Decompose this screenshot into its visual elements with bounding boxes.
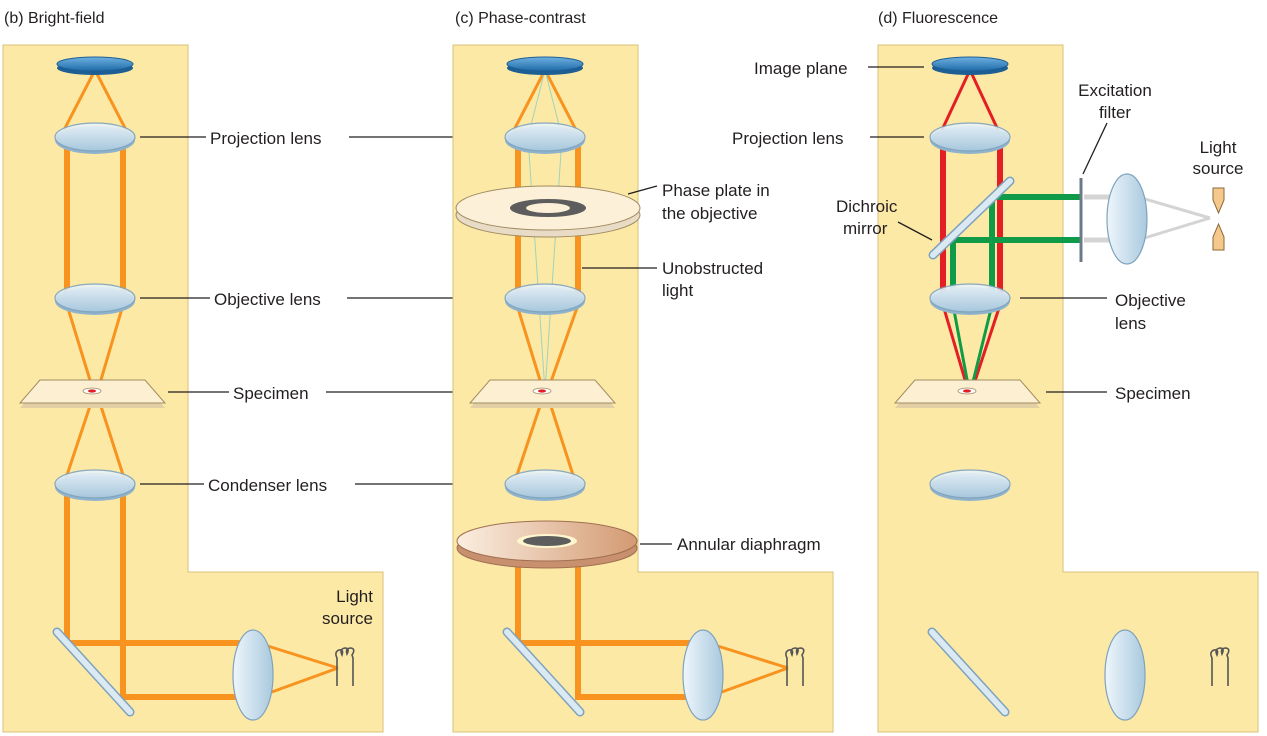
label-phase-plate-line2: the objective [662, 204, 757, 223]
annular-diaphragm [456, 520, 638, 569]
specimen-slide [19, 379, 166, 409]
label-objective-line1: Objective [1115, 291, 1186, 310]
panel-title: (c) Phase-contrast [455, 10, 586, 27]
objective-lens [504, 283, 586, 316]
image-plane [56, 56, 134, 76]
condenser-lens [54, 469, 136, 502]
image-plane [931, 56, 1009, 76]
specimen-slide [469, 379, 616, 409]
label-light-source-line1: Light [1200, 138, 1237, 157]
panel-phase-contrast: (c) Phase-contrast [452, 10, 834, 733]
collector-lens [1104, 629, 1146, 721]
panel-title: (d) Fluorescence [878, 10, 998, 27]
label-phase-plate-line1: Phase plate in [662, 181, 770, 200]
panel-background [2, 44, 384, 733]
label-annular-diaphragm: Annular diaphragm [677, 535, 821, 554]
label-excitation-line2: filter [1099, 103, 1131, 122]
light-beams [940, 69, 1211, 391]
label-specimen: Specimen [233, 384, 309, 403]
phase-plate [455, 185, 641, 238]
panel-title: (b) Bright-field [4, 10, 104, 27]
label-image-plane: Image plane [754, 59, 848, 78]
condenser-lens [504, 469, 586, 502]
label-excitation-line1: Excitation [1078, 81, 1152, 100]
projection-lens [504, 122, 586, 155]
label-unobstructed-line2: light [662, 281, 693, 300]
image-plane [506, 56, 584, 76]
collector-lens [232, 629, 274, 721]
objective-lens [929, 283, 1011, 316]
condenser-lens [929, 469, 1011, 502]
label-dichroic-line1: Dichroic [836, 197, 898, 216]
label-light-source-line2: source [322, 609, 373, 628]
label-unobstructed-line1: Unobstructed [662, 259, 763, 278]
label-projection-lens: Projection lens [210, 129, 322, 148]
objective-lens [54, 283, 136, 316]
label-condenser-lens: Condenser lens [208, 476, 327, 495]
panel-fluorescence: (d) Fluorescence Image plane P [732, 10, 1259, 733]
label-objective-line2: lens [1115, 314, 1146, 333]
projection-lens [54, 122, 136, 155]
excitation-lens [1106, 173, 1148, 265]
label-dichroic-line2: mirror [843, 219, 888, 238]
label-objective-lens: Objective lens [214, 290, 321, 309]
collector-lens [682, 629, 724, 721]
label-light-source-line1: Light [336, 587, 373, 606]
label-projection-lens: Projection lens [732, 129, 844, 148]
projection-lens [929, 122, 1011, 155]
label-light-source-line2: source [1192, 159, 1243, 178]
light-source-lamp [1212, 187, 1225, 251]
dichroic-mirror [928, 176, 1015, 260]
panel-bright-field: (b) Bright-field Projection lens Objecti… [2, 10, 500, 733]
label-specimen: Specimen [1115, 384, 1191, 403]
specimen-slide [894, 379, 1041, 409]
light-beams [512, 69, 789, 700]
